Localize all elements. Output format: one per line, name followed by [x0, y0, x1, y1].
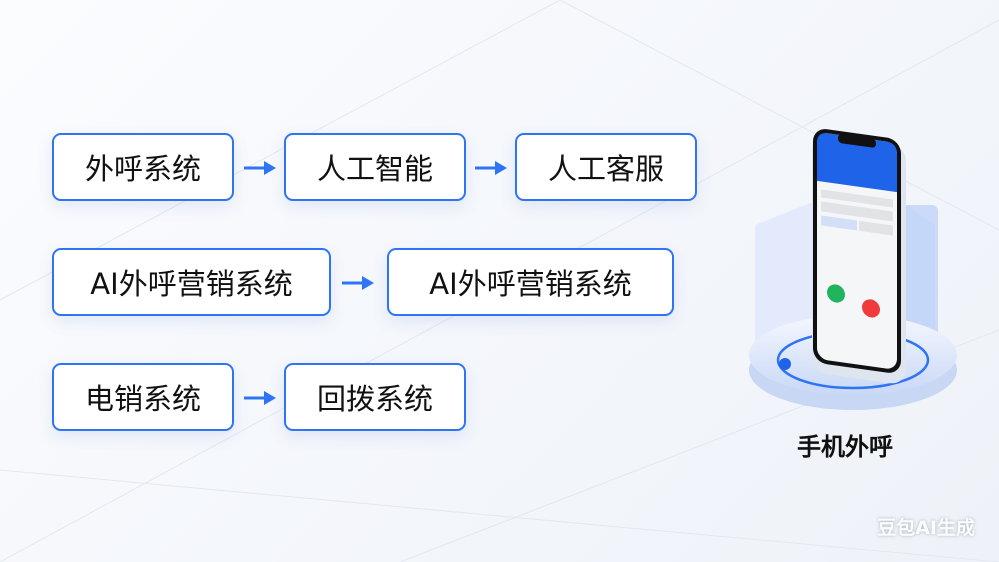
flow-box-callback: 回拨系统	[284, 363, 466, 431]
flow-box-ai-marketing-1: AI外呼营销系统	[52, 248, 331, 316]
arrow-right-icon	[244, 391, 276, 405]
flow-box-ai: 人工智能	[284, 133, 466, 201]
arrow-right-icon	[475, 161, 507, 175]
watermark: 豆包AI生成	[877, 517, 975, 539]
arrow-right-icon	[342, 276, 374, 290]
phone-outbound-label: 手机外呼	[797, 433, 893, 461]
flow-box-outbound-system: 外呼系统	[52, 133, 234, 201]
answer-call-icon	[827, 284, 845, 303]
flow-box-telemarketing: 电销系统	[52, 363, 234, 431]
phone-illustration	[749, 129, 957, 410]
hangup-call-icon	[862, 299, 880, 318]
flow-box-ai-marketing-2: AI外呼营销系统	[387, 248, 674, 316]
flow-box-human-agent: 人工客服	[515, 133, 697, 201]
arrow-right-icon	[244, 161, 276, 175]
